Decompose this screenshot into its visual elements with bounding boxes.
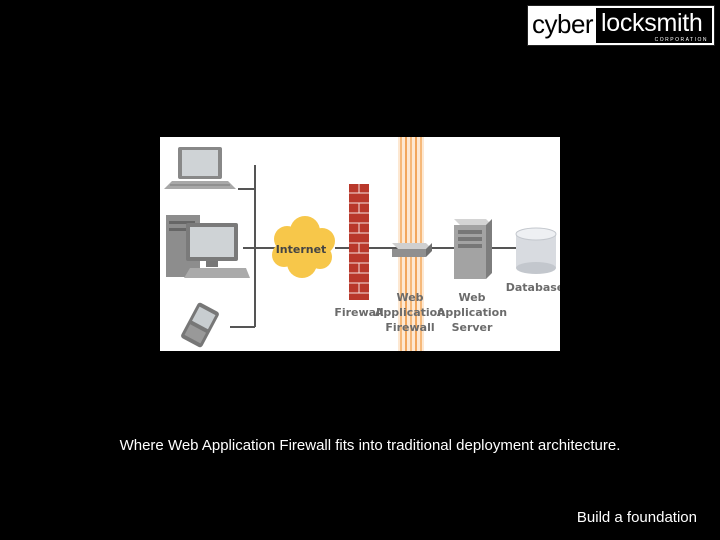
diagram-canvas: Internet bbox=[164, 137, 560, 351]
server-tower-icon bbox=[454, 219, 492, 279]
label-server-line1: Web bbox=[458, 291, 485, 304]
label-firewall: Firewall bbox=[334, 306, 383, 319]
architecture-diagram: Internet bbox=[160, 137, 560, 351]
laptop-icon bbox=[164, 147, 236, 189]
waf-appliance-icon bbox=[392, 243, 432, 257]
label-server-line3: Server bbox=[452, 321, 493, 334]
desktop-computer-icon bbox=[166, 215, 250, 278]
label-waf-line1: Web bbox=[396, 291, 423, 304]
logo-word-locksmith: locksmith bbox=[601, 9, 703, 37]
logo-subtitle: CORPORATION bbox=[654, 37, 708, 43]
internet-cloud-icon bbox=[272, 216, 335, 278]
logo-word-cyber: cyber bbox=[532, 9, 594, 39]
company-logo: cyber locksmith CORPORATION bbox=[527, 5, 715, 46]
label-server-line2: Application bbox=[437, 306, 507, 319]
label-waf-line2: Application bbox=[375, 306, 445, 319]
logo-dark-panel bbox=[596, 8, 712, 43]
label-internet: Internet bbox=[276, 243, 327, 256]
pda-icon bbox=[181, 302, 219, 348]
database-cylinder-icon bbox=[515, 227, 557, 274]
label-database: Database bbox=[506, 281, 560, 294]
label-waf-line3: Firewall bbox=[385, 321, 434, 334]
slide-footer: Build a foundation bbox=[576, 509, 697, 526]
diagram-caption: Where Web Application Firewall fits into… bbox=[119, 437, 621, 454]
brick-firewall-icon bbox=[349, 184, 369, 300]
